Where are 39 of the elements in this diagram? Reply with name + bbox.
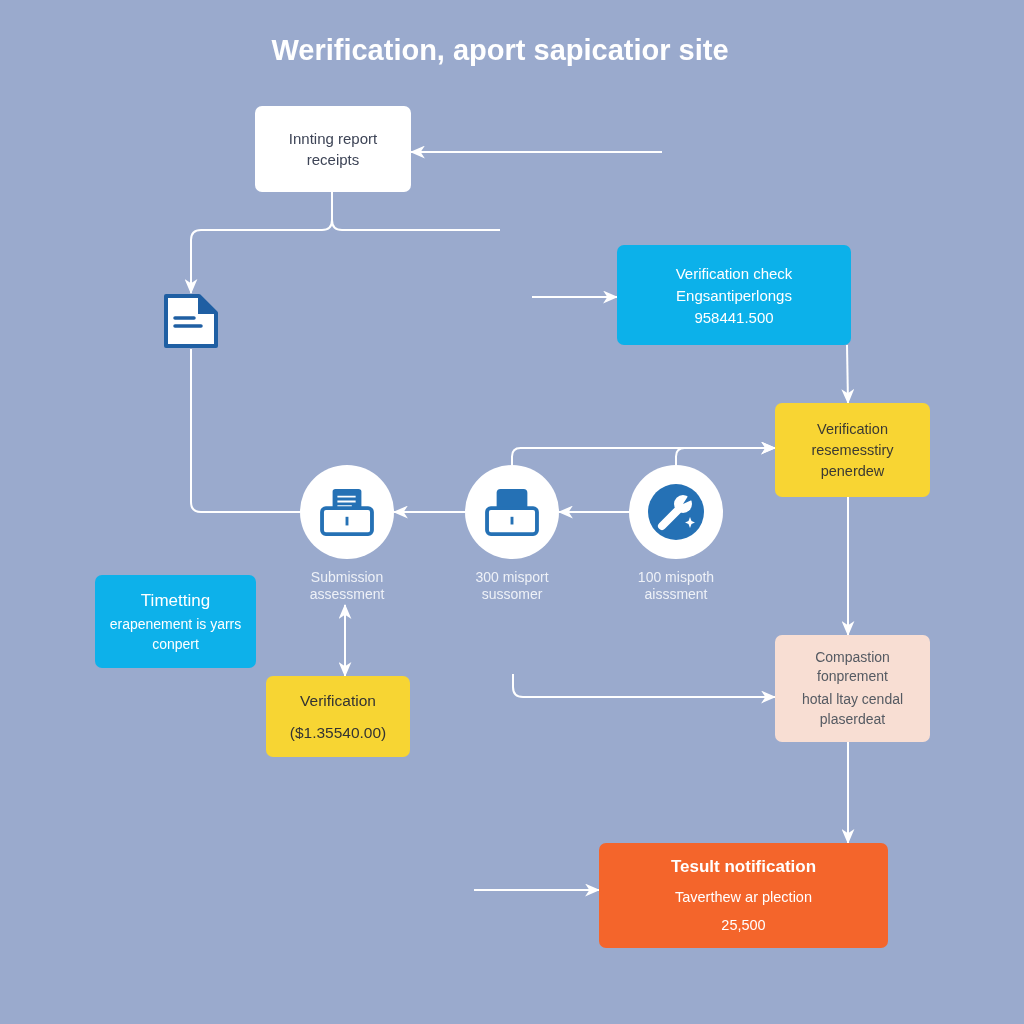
step-title: Verification xyxy=(817,420,888,440)
process-box xyxy=(775,403,930,497)
process-box xyxy=(255,106,411,192)
arrow xyxy=(557,505,630,519)
step-detail: 25,500 xyxy=(721,916,766,936)
step-label: Innting report receipts xyxy=(287,129,379,170)
step-detail: ($1.35540.00) xyxy=(289,722,387,743)
arrow xyxy=(531,290,619,304)
step-title: Verification check xyxy=(675,263,793,284)
node-caption: 100 mispoth aisssment xyxy=(636,569,716,603)
step-title: Verification xyxy=(300,690,376,711)
process-box xyxy=(599,843,888,948)
process-box xyxy=(775,635,930,742)
step-title: Tesult notification xyxy=(670,856,817,879)
step-detail: Engsantiperlongs xyxy=(676,285,792,306)
connector-line xyxy=(190,348,301,513)
arrow xyxy=(392,505,466,519)
arrow xyxy=(473,883,601,897)
arrow xyxy=(409,145,663,159)
double-arrow xyxy=(338,603,352,678)
step-detail: 958441.500 xyxy=(694,307,774,328)
connector-line xyxy=(331,191,501,231)
arrow xyxy=(841,496,855,637)
step-detail: hotal ltay cendal plaserdeat xyxy=(800,690,905,729)
document-icon xyxy=(163,293,219,349)
process-box xyxy=(266,676,410,757)
arrow xyxy=(512,673,777,704)
step-detail: resemesstiry penerdew xyxy=(810,441,895,481)
diagram-title: Werification, aport sapicatior site xyxy=(271,33,729,68)
step-detail: erapenement is yarrs conpert xyxy=(108,615,243,654)
process-box xyxy=(95,575,256,668)
node-caption: 300 misport sussomer xyxy=(474,569,550,603)
arrow xyxy=(675,441,777,466)
step-title: Timetting xyxy=(140,589,211,612)
node-caption: Submission assessment xyxy=(308,569,386,603)
arrow xyxy=(841,741,855,845)
step-detail: Taverthew ar plection xyxy=(675,888,812,908)
process-box xyxy=(617,245,851,345)
arrow xyxy=(841,344,855,405)
